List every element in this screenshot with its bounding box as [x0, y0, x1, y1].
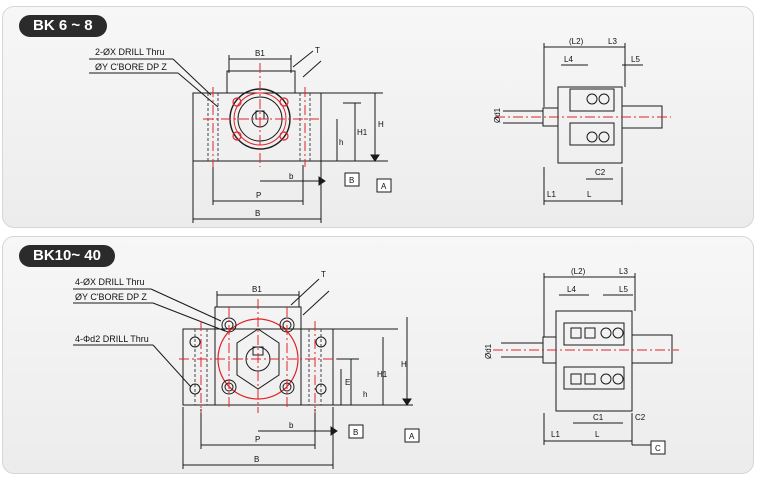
drill2-label: 4-Φd2 DRILL Thru	[75, 334, 149, 344]
dim-l: L	[587, 190, 592, 199]
dim-d1: Ød1	[484, 343, 493, 359]
dim-l1: L1	[547, 190, 556, 199]
dim-e: E	[345, 378, 350, 387]
side-body	[557, 86, 623, 164]
cbore-label: ØY C'BORE DP Z	[75, 292, 147, 302]
datum-b: B	[349, 176, 354, 185]
panel-bk10-40: BK10~ 40	[2, 236, 754, 474]
series-tag: BK10~ 40	[19, 245, 115, 267]
dim-t: T	[321, 270, 326, 279]
series-tag: BK 6 ~ 8	[19, 15, 107, 37]
dim-l2: (L2)	[569, 37, 584, 46]
dim-t: T	[315, 46, 320, 55]
dim-h-small: h	[339, 138, 343, 147]
dim-h1: H1	[357, 128, 368, 137]
dim-l: L	[595, 430, 600, 439]
dim-c2: C2	[595, 168, 606, 177]
panel-bk6-8: BK 6 ~ 8	[2, 6, 754, 228]
dim-l5: L5	[631, 55, 640, 64]
dim-c2: C2	[635, 413, 646, 422]
dim-l5: L5	[619, 285, 628, 294]
drill-label: 4-ØX DRILL Thru	[75, 277, 145, 287]
front-body-outline	[192, 92, 322, 162]
dim-b-small: b	[289, 421, 294, 430]
dim-p: P	[256, 191, 261, 200]
dim-d1: Ød1	[493, 107, 502, 123]
dim-l1: L1	[551, 430, 560, 439]
dim-h-small: h	[363, 390, 367, 399]
front-top-boss	[226, 70, 296, 93]
dim-p: P	[255, 435, 260, 444]
dim-l3: L3	[619, 267, 628, 276]
dim-h: H	[401, 360, 407, 369]
dim-l4: L4	[564, 55, 573, 64]
shaft-end	[631, 334, 673, 364]
dim-b: B	[254, 455, 259, 464]
dim-b1: B1	[252, 285, 262, 294]
dim-b1: B1	[255, 49, 265, 58]
datum-b: B	[353, 428, 358, 437]
dim-h1: H1	[377, 370, 388, 379]
cbore-label: ØY C'BORE DP Z	[95, 62, 167, 72]
dim-h: H	[378, 120, 384, 129]
datum-a: A	[381, 182, 387, 191]
dim-b: B	[255, 209, 260, 218]
datum-a: A	[409, 432, 415, 441]
drill-label: 2-ØX DRILL Thru	[95, 47, 165, 57]
dim-l2: (L2)	[571, 267, 586, 276]
flange-outline	[236, 328, 280, 390]
dim-l4: L4	[567, 285, 576, 294]
bk6-8-drawing: 2-ØX DRILL Thru ØY C'BORE DP Z B1 T H H1…	[89, 37, 671, 223]
dim-c1: C1	[593, 413, 604, 422]
dim-l3: L3	[608, 37, 617, 46]
dim-b-small: b	[289, 172, 294, 181]
bk10-40-drawing: 4-ØX DRILL Thru ØY C'BORE DP Z 4-Φd2 DRI…	[73, 267, 679, 469]
side-body	[555, 310, 633, 412]
datum-c: C	[655, 444, 661, 453]
